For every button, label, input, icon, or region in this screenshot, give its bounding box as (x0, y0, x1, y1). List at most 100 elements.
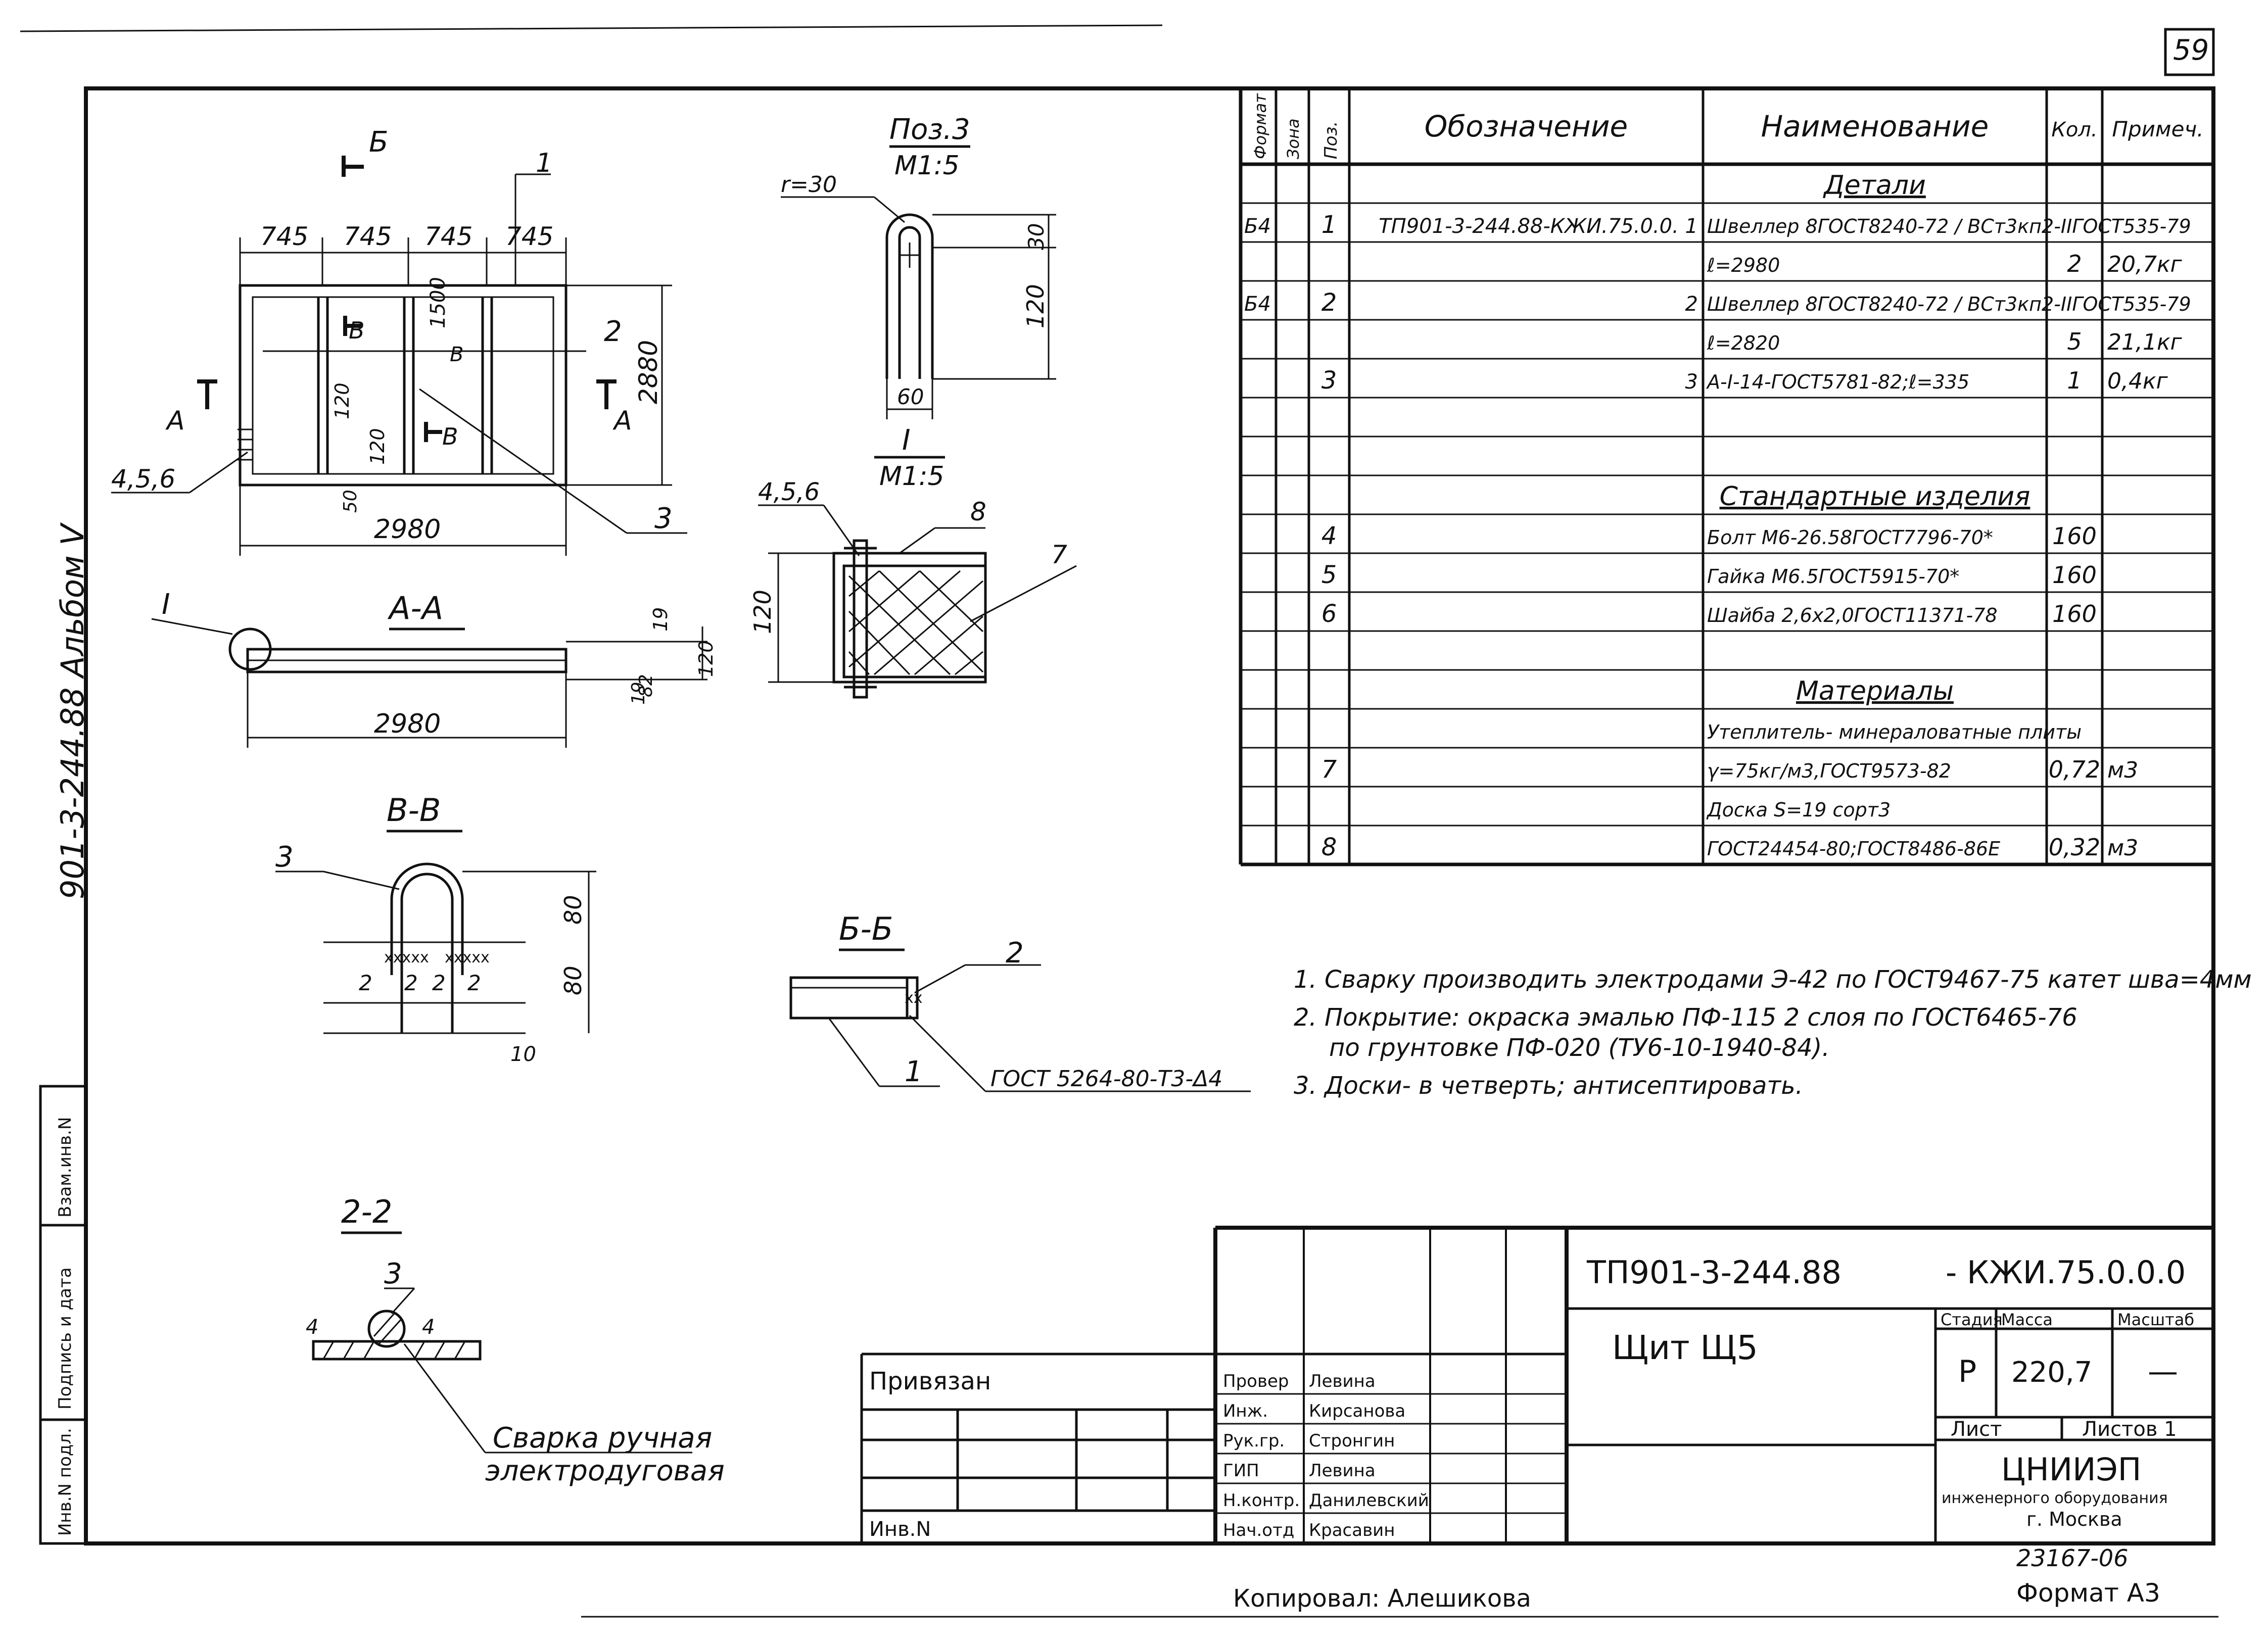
plan-v-dim: В (450, 343, 463, 366)
pos3-radius: r=30 (781, 172, 837, 198)
spec-row-format: Б4 (1244, 293, 1271, 316)
pos3-dim-30: 30 (1024, 223, 1049, 250)
spec-header-pos: Поз. (1321, 121, 1341, 159)
plan-a-right: А (612, 406, 632, 436)
spec-row-name: Швеллер 8ГОСТ8240-72 / ВСт3кп2-IIГОСТ535… (1707, 293, 2191, 315)
spec-row-pos: 1 (1321, 211, 1337, 239)
detail-dim-120: 120 (749, 590, 776, 634)
detail-label-8: 8 (970, 497, 986, 526)
spec-row-qty: 5 (2067, 328, 2082, 355)
tb-inv-no: Инв.N (869, 1518, 931, 1541)
sheet-number: 59 (2173, 34, 2209, 67)
dim-120-a: 120 (331, 382, 353, 419)
tb-org1: ЦНИИЭП (2001, 1451, 2141, 1488)
section-bb-title: Б-Б (839, 910, 893, 947)
vv-label-2b: 2 (404, 971, 418, 995)
spec-row-format: Б4 (1244, 215, 1271, 238)
spec-row-pos: 4 (1321, 522, 1337, 550)
detail-I: I М1:5 4,5,6 8 7 120 (749, 424, 1077, 699)
spec-row-qty: 160 (2052, 522, 2097, 550)
spec-row-note: 21,1кг (2107, 329, 2183, 355)
spec-row-designation: 3 (1685, 370, 1698, 394)
spec-row-section: Стандартные изделия (1720, 481, 2030, 512)
spec-row-name: γ=75кг/м3,ГОСТ9573-82 (1707, 760, 1951, 782)
vv-label-2a: 2 (359, 971, 372, 995)
tb-person-role: Н.контр. (1223, 1490, 1300, 1511)
spec-row-name: Доска S=19 сорт3 (1706, 799, 1891, 821)
spec-header-note: Примеч. (2112, 117, 2203, 141)
note-1: 1. Сварку производить электродами Э-42 п… (1294, 965, 2252, 994)
spec-row-qty: 160 (2052, 600, 2097, 627)
tb-person-role: ГИП (1223, 1461, 1259, 1481)
sheet-number-box (2164, 28, 2215, 76)
section-22-title: 2-2 (341, 1193, 392, 1230)
tb-stage-h: Стадия (1941, 1310, 2003, 1329)
footer-num: 23167-06 (2016, 1544, 2128, 1572)
spec-row-note: м3 (2107, 835, 2138, 861)
spec-row-qty: 2 (2067, 250, 2082, 277)
plan-a-left: А (165, 406, 185, 436)
tb-scale-h: Масштаб (2117, 1310, 2194, 1329)
spec-row-name: Болт М6-26.58ГОСТ7796-70* (1707, 526, 1993, 549)
spec-row-section: Детали (1823, 170, 1926, 201)
note-2: 2. Покрытие: окраска эмалью ПФ-115 2 сло… (1294, 1003, 2077, 1032)
s22-dim-4b: 4 (422, 1316, 435, 1339)
aa-dim-19b: 19 (628, 682, 649, 705)
tb-person-name: Левина (1309, 1371, 1376, 1391)
spec-row-pos: 3 (1321, 366, 1337, 395)
spec-row-name: А-I-14-ГОСТ5781-82;ℓ=335 (1706, 371, 1969, 393)
s22-dim-4a: 4 (306, 1316, 318, 1339)
dim-50: 50 (340, 490, 361, 513)
spec-row-section: Материалы (1796, 676, 1954, 706)
gost-weld: ГОСТ 5264-80-Т3-Δ4 (990, 1066, 1222, 1092)
plan-label-456: 4,5,6 (111, 464, 175, 494)
section-vv: В-В 3 80 80 10 2 2 2 2 xxxxx xxxxx (275, 792, 596, 1066)
dim-2980-plan: 2980 (374, 514, 441, 545)
vv-label-2d: 2 (467, 971, 481, 995)
plan-view: Б 1 745 745 745 745 В 1500 2 В В 120 120… (111, 126, 687, 556)
spec-row-name: ГОСТ24454-80;ГОСТ8486-86Е (1707, 838, 2000, 860)
tb-person-name: Красавин (1309, 1520, 1395, 1540)
section-bb: Б-Б 2 xx 1 ГОСТ 5264-80-Т3-Δ4 (789, 910, 1251, 1092)
spec-row-name: Шайба 2,6х2,0ГОСТ11371-78 (1707, 604, 1998, 626)
section-aa-title: А-А (387, 590, 443, 626)
tb-name: Щит Щ5 (1612, 1328, 1758, 1367)
aa-dim-19a: 19 (649, 607, 672, 632)
vv-label-2c: 2 (432, 971, 446, 995)
detail-I-title: I (902, 424, 911, 457)
s22-label-3: 3 (384, 1258, 402, 1290)
spec-row-name: Утеплитель- минераловатные плиты (1707, 721, 2082, 743)
tb-person-name: Данилевский (1309, 1490, 1429, 1511)
plan-label-3: 3 (654, 502, 673, 535)
note-3: 3. Доски- в четверть; антисептировать. (1294, 1072, 1803, 1100)
pos3-dim-120: 120 (1022, 284, 1049, 328)
vv-dim-80a: 80 (559, 895, 587, 925)
spec-header-format: Формат (1251, 93, 1270, 159)
dim-745-2: 745 (344, 222, 392, 251)
weld-note-1: Сварка ручная (493, 1422, 712, 1455)
tb-person-name: Кирсанова (1309, 1401, 1405, 1421)
detail-I-scale: М1:5 (879, 461, 944, 492)
pos3-title: Поз.3 (889, 113, 970, 146)
weld-note-2: электродуговая (485, 1455, 725, 1487)
tb-person-role: Инж. (1223, 1401, 1268, 1421)
pos3-scale: М1:5 (894, 151, 960, 181)
vv-weld-marks: xxxxx (384, 949, 429, 967)
footer-copy: Копировал: Алешикова (1233, 1584, 1531, 1613)
dim-745-3: 745 (424, 222, 472, 251)
spec-row-designation: 2 (1685, 293, 1698, 316)
spec-row-qty: 160 (2052, 561, 2097, 589)
spec-row-pos: 2 (1321, 288, 1337, 317)
dim-2980-aa: 2980 (374, 709, 441, 739)
spec-row-pos: 7 (1321, 755, 1337, 784)
spec-row-note: 0,4кг (2107, 368, 2168, 394)
tb-code: ТП901-3-244.88 (1586, 1254, 1841, 1291)
spec-row-designation: ТП901-3-244.88-КЖИ.75.0.0. 1 (1379, 215, 1698, 238)
spec-row-qty: 0,32 (2049, 834, 2100, 861)
spec-row-pos: 8 (1321, 833, 1337, 861)
dim-2880: 2880 (634, 340, 663, 404)
tb-person-role: Рук.гр. (1223, 1431, 1285, 1451)
